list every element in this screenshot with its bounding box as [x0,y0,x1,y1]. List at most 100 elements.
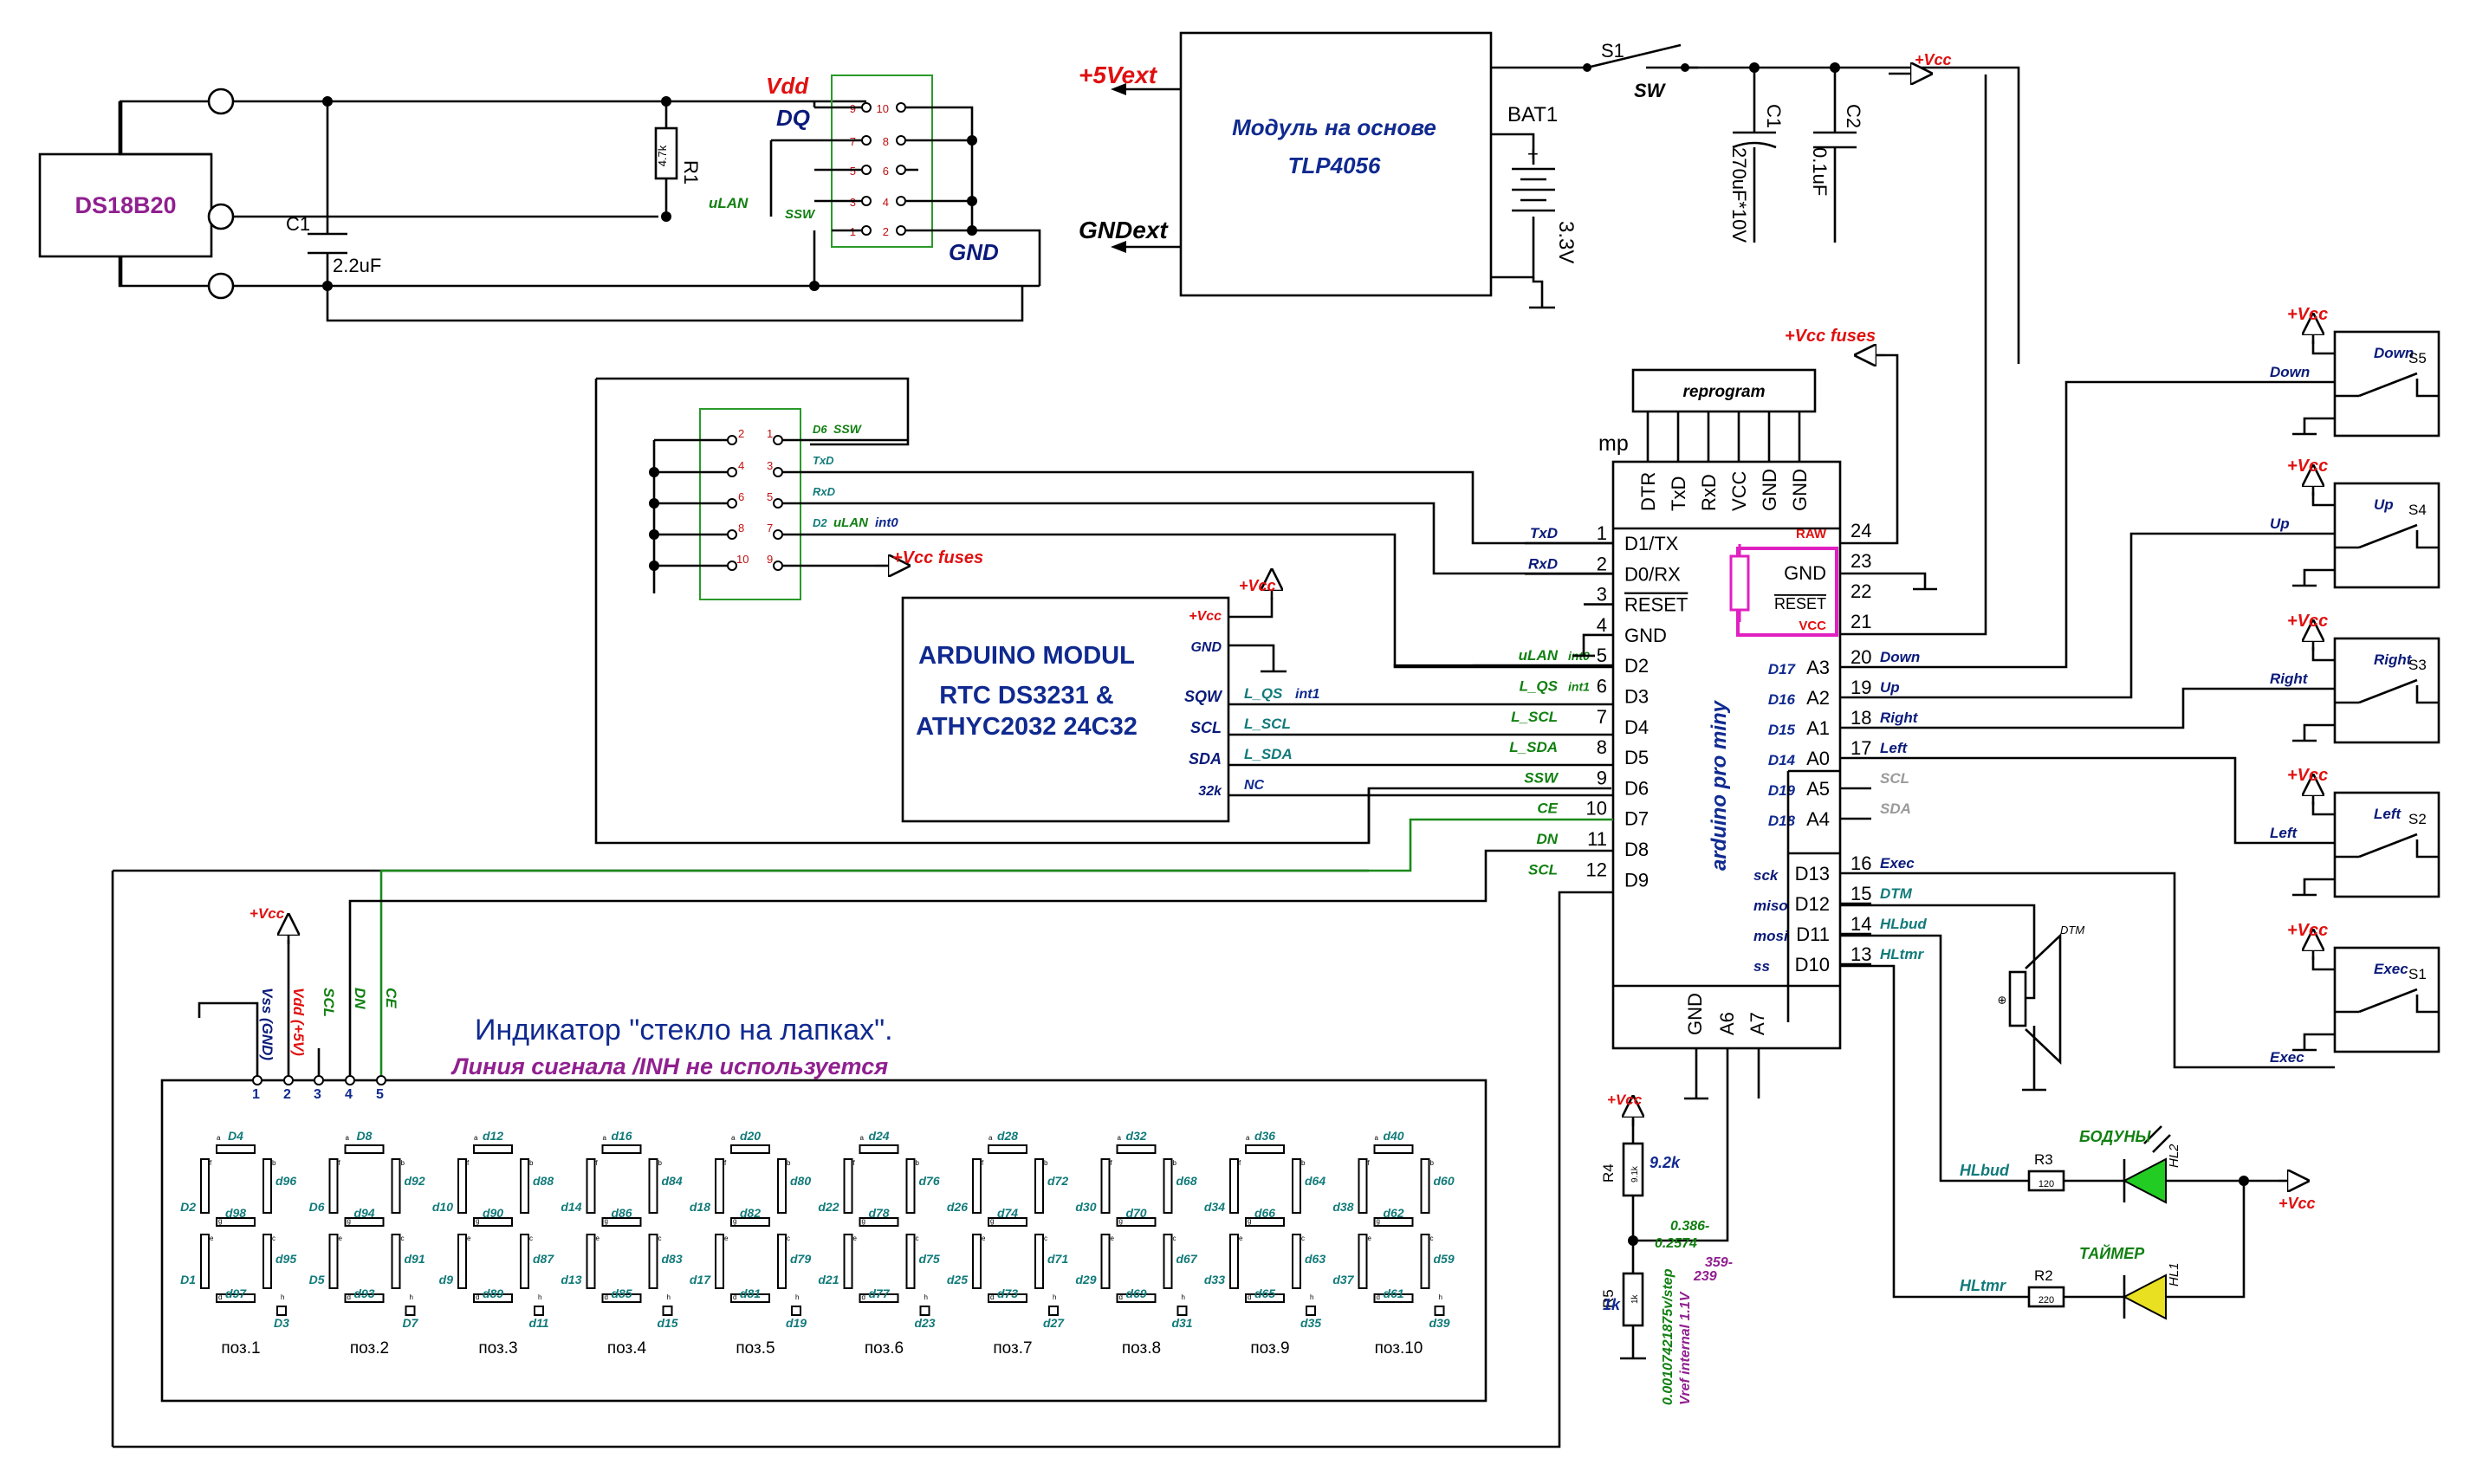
segment-letter: c [658,1235,662,1242]
segment-e [1229,1234,1239,1289]
c2-ssw: SSW [833,422,863,436]
segment-c [1163,1234,1173,1289]
mcu-right-pin-name: D13 [1795,863,1830,885]
rtc-wire-nc: NC [1244,778,1265,793]
button-vcc: +Vcc [2287,612,2328,631]
rtc-vcc-label: +Vcc [1239,577,1276,594]
button-right[interactable] [2333,637,2440,744]
rtc-module [901,596,1230,823]
mcu-right-wire-label: Right [1880,710,1919,726]
bat-plus: + [1527,143,1539,165]
segment-label: D8 [357,1129,373,1143]
gnd-label: GND [949,239,999,265]
speaker-block: DTM ⊕ [1840,904,2084,1092]
mcu-num-21: 21 [1851,611,1871,632]
sensor-block: DS18B20 C1 2.2uF R1 4.7k 9 10 7 8 5 6 3 … [38,73,1041,322]
segment-label: d64 [1305,1174,1326,1188]
segment-letter: c [529,1235,533,1242]
fuse [1729,554,1750,612]
segment-letter: g [733,1217,736,1225]
display-pin-num: 1 [252,1087,260,1102]
c2-pin2: 2 [738,427,744,440]
segment-label: d94 [353,1206,374,1220]
segment-letter: c [787,1235,790,1242]
button-wire-label: Down [2270,364,2310,380]
c2-pin6: 6 [738,490,744,503]
segment-letter: c [1044,1235,1047,1242]
ssw-label: SSW [785,207,816,222]
c2-pin10: 10 [736,553,749,566]
mcu-right-wire-label: SCL [1880,770,1909,787]
led-hl1 [2122,1273,2167,1320]
div-vref: Vref internal 1.1V [1678,1291,1693,1405]
segment-letter: a [988,1134,993,1142]
button-exec[interactable] [2333,946,2440,1053]
mcu-left-pin-name: D2 [1624,655,1649,677]
mcu-right-pin-name: A0 [1806,748,1830,769]
mcu-pin-raw: RAW [1796,527,1827,541]
ds18b20-chip [38,152,213,258]
mcu-right-wire-label: Down [1880,649,1920,665]
segment-label: d65 [1254,1286,1275,1300]
segment-label: d59 [1434,1252,1455,1266]
button-down[interactable] [2333,330,2440,437]
mcu-right-pin-alias: sck [1753,867,1779,884]
segment-letter: b [1301,1159,1306,1167]
segment-letter: h [795,1293,799,1301]
segment-label: D5 [309,1273,325,1286]
segment-letter: g [1119,1217,1123,1225]
segment-label: d30 [1075,1200,1096,1214]
r4-value: 9.2k [1650,1154,1681,1171]
mcu-right-pin-alias: D16 [1768,691,1796,708]
segment-label: d83 [662,1252,683,1266]
button-left[interactable] [2333,791,2440,898]
mcu-top-gnd2: GND [1789,469,1811,511]
mcu-left-pin-num: 7 [1597,706,1607,728]
mcu-left-wire-label: uLAN [1519,647,1559,664]
segment-letter: a [1118,1134,1122,1142]
rtc-line3: ATHYC2032 24C32 [916,713,1138,741]
segment-g [601,1217,642,1227]
position-label: поз.1 [221,1339,260,1358]
terminal-dq [207,203,235,230]
c2-value: 0.1uF [1809,147,1831,196]
button-up[interactable] [2333,482,2440,589]
segment-h [791,1306,801,1316]
mcu-left-pin-num: 8 [1597,736,1607,758]
div-counts: 359- [1705,1255,1733,1270]
display-pin-label: CE [383,988,399,1008]
connector1 [831,75,933,248]
segment-letter: d [1119,1293,1123,1301]
segment-label: d72 [1047,1174,1068,1188]
display-pin [252,1075,263,1085]
mcu-left-wire-label: CE [1537,800,1558,817]
display-digits: abcdefghD4D2d96d98D1d95d97D3поз.1abcdefg… [180,1129,1455,1358]
display-pin-num: 3 [314,1087,321,1102]
segment-letter: g [476,1217,479,1225]
segment-d [473,1293,513,1303]
segment-letter: b [916,1159,920,1167]
mcu-right-pin-num: 14 [1851,913,1871,935]
segment-label: d33 [1204,1273,1225,1286]
led-name-timer: ТАЙМЕР [2079,1244,2145,1262]
segment-label: d88 [533,1174,554,1188]
rtc-wire-lsda: L_SDA [1244,746,1293,762]
c2-d6: D6 [813,423,827,436]
segment-letter: a [1246,1134,1250,1142]
segment-label: d67 [1176,1252,1198,1266]
power-block: Модуль на основе TLP4056 +5Vext GNDext +… [1079,31,2020,364]
segment-b [263,1158,272,1214]
segment-label: d61 [1383,1286,1403,1300]
c1-pin4: 4 [883,196,889,209]
segment-e [586,1234,596,1289]
mcu-right-wire-label: SDA [1880,800,1911,817]
segment-g [730,1217,770,1227]
sw-name: SW [1634,80,1667,101]
rtc-pin-vcc: +Vcc [1189,609,1222,624]
segment-label: d78 [868,1206,889,1220]
button-wire-label: Right [2270,671,2309,687]
segment-h [919,1306,930,1316]
segment-letter: g [218,1217,222,1225]
mcu-pin-vcc21: VCC [1799,619,1826,633]
